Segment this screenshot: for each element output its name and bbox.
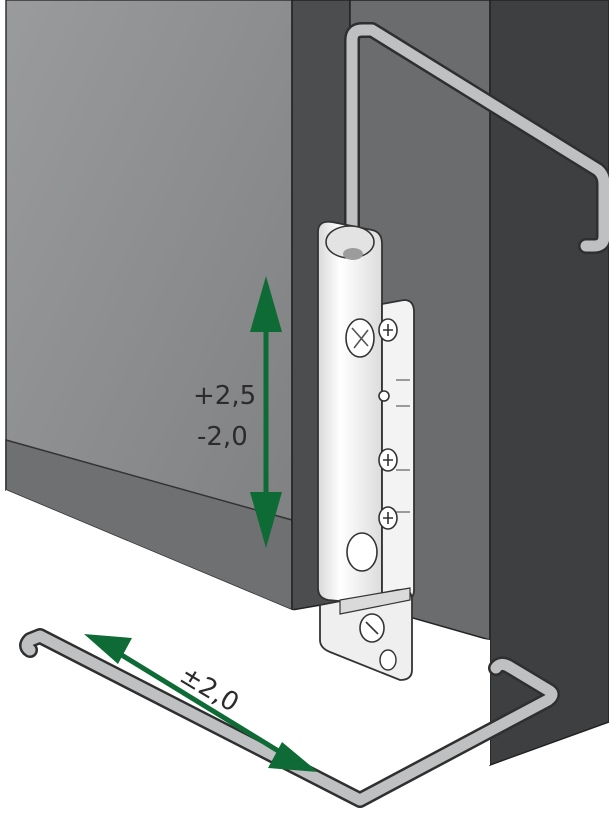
vertical-adjust-arrow bbox=[250, 276, 282, 548]
vertical-minus-label: -2,0 bbox=[197, 422, 248, 452]
screw-icon bbox=[346, 532, 378, 572]
frame-side bbox=[489, 0, 609, 767]
floor-area bbox=[6, 490, 490, 810]
lower-hex-key bbox=[19, 628, 560, 808]
vertical-plus-label: +2,5 bbox=[193, 381, 256, 411]
horizontal-adjust-arrow bbox=[84, 634, 318, 772]
upper-hex-key bbox=[344, 22, 609, 270]
hinge bbox=[317, 220, 415, 681]
arrow-right-icon bbox=[268, 742, 318, 772]
arrow-left-icon bbox=[84, 634, 132, 664]
hinge-screws bbox=[345, 318, 398, 572]
arrow-down-icon bbox=[250, 492, 282, 548]
door-panel bbox=[5, 0, 293, 612]
arrow-up-icon bbox=[250, 276, 282, 332]
